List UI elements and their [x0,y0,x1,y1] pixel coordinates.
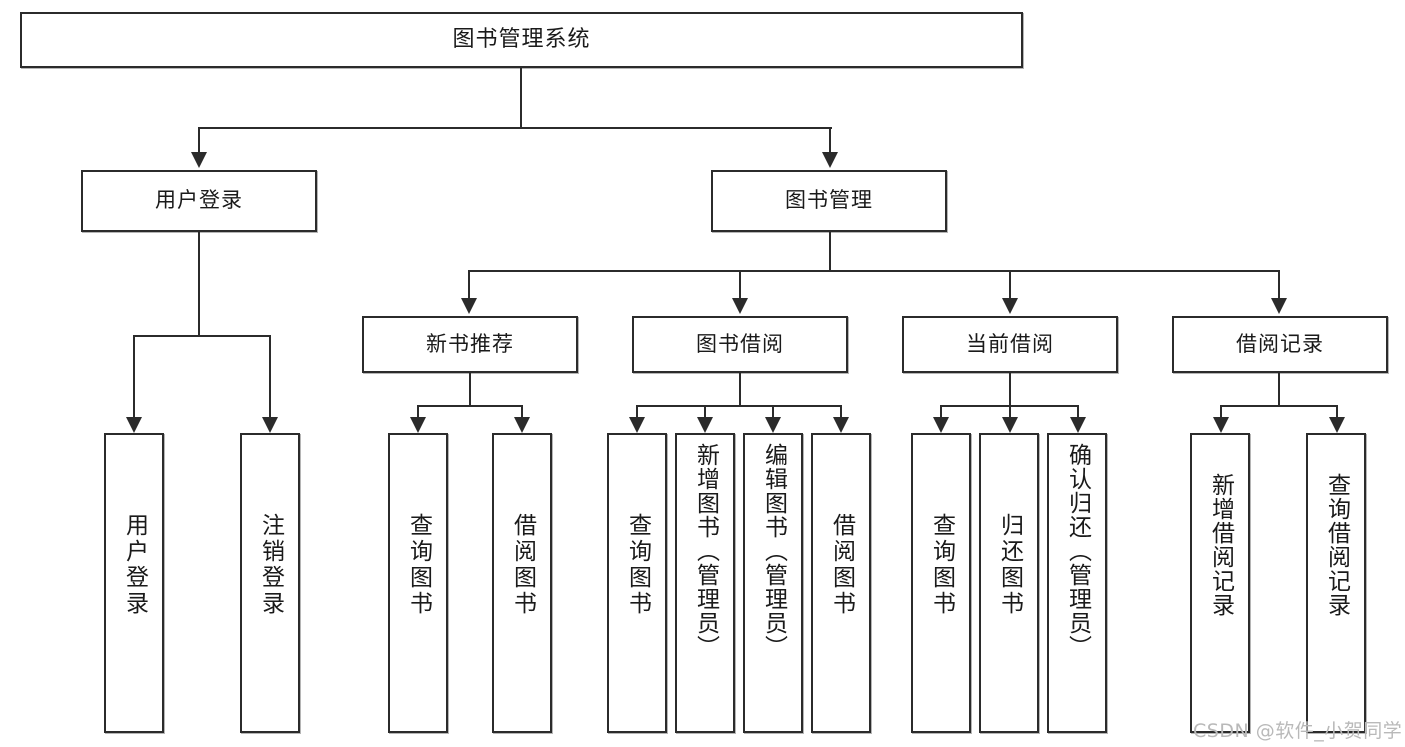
connector-bm-to-new-book [468,270,470,298]
arrowhead-bb-leaf-3 [765,417,781,433]
connector-cb-leaf-1 [940,405,942,417]
node-label: 图书借阅 [696,331,784,356]
leaf-current-query-book[interactable]: 查询图书 [911,433,971,733]
arrowhead-to-new-book [461,298,477,314]
connector-root-stem [520,68,522,128]
arrowhead-br-leaf-2 [1329,417,1345,433]
connector-new-book-stem [469,373,471,406]
node-label: 用户登录 [121,513,148,617]
node-new-book-recommend[interactable]: 新书推荐 [362,316,578,373]
node-label: 查询图书 [624,513,651,617]
arrowhead-to-book-management [822,152,838,168]
arrowhead-cb-leaf-1 [933,417,949,433]
connector-newbook-leaf-1 [417,405,419,417]
node-root-book-management-system[interactable]: 图书管理系统 [20,12,1023,68]
arrowhead-br-leaf-1 [1213,417,1229,433]
connector-br-leaf-1 [1220,405,1222,417]
arrowhead-cb-leaf-3 [1070,417,1086,433]
connector-newbook-leaf-2 [521,405,523,417]
arrowhead-to-book-borrow [732,298,748,314]
csdn-watermark: CSDN @软件_小贺同学 [1193,720,1403,742]
arrowhead-bb-leaf-4 [833,417,849,433]
leaf-new-book-borrow-book[interactable]: 借阅图书 [492,433,552,733]
node-label: 归还图书 [996,513,1023,617]
arrowhead-to-user-login [191,152,207,168]
node-borrow-record[interactable]: 借阅记录 [1172,316,1388,373]
arrowhead-newbook-leaf-1 [410,417,426,433]
node-label: 图书管理 [785,188,873,213]
leaf-borrow-edit-book-admin[interactable]: 编辑图书（管理员） [743,433,803,733]
node-label: 借阅记录 [1236,331,1324,356]
node-book-management[interactable]: 图书管理 [711,170,947,232]
arrowhead-to-borrow-record [1271,298,1287,314]
connector-bb-leaf-3 [772,405,774,417]
connector-cb-leaf-3 [1077,405,1079,417]
connector-user-login-stem [198,232,200,336]
leaf-borrow-add-book-admin[interactable]: 新增图书（管理员） [675,433,735,733]
connector-bb-leaf-2 [704,405,706,417]
connector-book-borrow-bus [636,405,842,407]
connector-book-borrow-stem [739,373,741,406]
node-current-borrow[interactable]: 当前借阅 [902,316,1118,373]
connector-borrow-record-stem [1278,373,1280,406]
connector-cb-leaf-2 [1009,405,1011,417]
connector-current-borrow-stem [1009,373,1011,406]
node-label: 图书管理系统 [452,26,591,52]
arrowhead-to-current-borrow [1002,298,1018,314]
node-label: 查询图书 [405,513,432,617]
leaf-logout[interactable]: 注销登录 [240,433,300,733]
node-label: 新增借阅记录 [1207,473,1234,617]
connector-book-management-bus [468,270,1279,272]
node-label: 新书推荐 [426,331,514,356]
node-label: 编辑图书（管理员） [760,443,787,659]
connector-user-login-to-leaf-1 [133,335,135,417]
connector-book-management-stem [829,232,831,271]
connector-borrow-record-bus [1220,405,1338,407]
arrowhead-bb-leaf-2 [697,417,713,433]
arrowhead-bb-leaf-1 [629,417,645,433]
connector-root-to-user-login [198,127,200,152]
arrowhead-newbook-leaf-2 [514,417,530,433]
connector-root-bus [198,127,832,129]
arrowhead-user-login-leaf-1 [126,417,142,433]
leaf-current-return-book[interactable]: 归还图书 [979,433,1039,733]
leaf-borrow-query-book[interactable]: 查询图书 [607,433,667,733]
node-book-borrow[interactable]: 图书借阅 [632,316,848,373]
leaf-borrow-borrow-book[interactable]: 借阅图书 [811,433,871,733]
node-label: 查询图书 [928,513,955,617]
node-label: 当前借阅 [966,331,1054,356]
node-label: 借阅图书 [828,513,855,617]
connector-bb-leaf-4 [840,405,842,417]
leaf-current-confirm-return-admin[interactable]: 确认归还（管理员） [1047,433,1107,733]
leaf-user-login[interactable]: 用户登录 [104,433,164,733]
connector-user-login-to-leaf-2 [269,335,271,417]
connector-user-login-bus [133,335,270,337]
leaf-record-add-record[interactable]: 新增借阅记录 [1190,433,1250,733]
leaf-new-book-query-book[interactable]: 查询图书 [388,433,448,733]
connector-new-book-bus [417,405,523,407]
node-label: 用户登录 [155,188,243,213]
connector-bm-to-borrow-record [1278,270,1280,298]
arrowhead-user-login-leaf-2 [262,417,278,433]
node-label: 新增图书（管理员） [692,443,719,659]
connector-bm-to-book-borrow [739,270,741,298]
connector-root-to-book-management [829,127,831,152]
node-label: 确认归还（管理员） [1064,443,1091,659]
connector-bb-leaf-1 [636,405,638,417]
connector-bm-to-current-borrow [1009,270,1011,298]
node-label: 查询借阅记录 [1323,473,1350,617]
node-label: 借阅图书 [509,513,536,617]
node-label: 注销登录 [257,513,284,617]
arrowhead-cb-leaf-2 [1002,417,1018,433]
node-user-login[interactable]: 用户登录 [81,170,317,232]
leaf-record-query-record[interactable]: 查询借阅记录 [1306,433,1366,733]
connector-br-leaf-2 [1336,405,1338,417]
